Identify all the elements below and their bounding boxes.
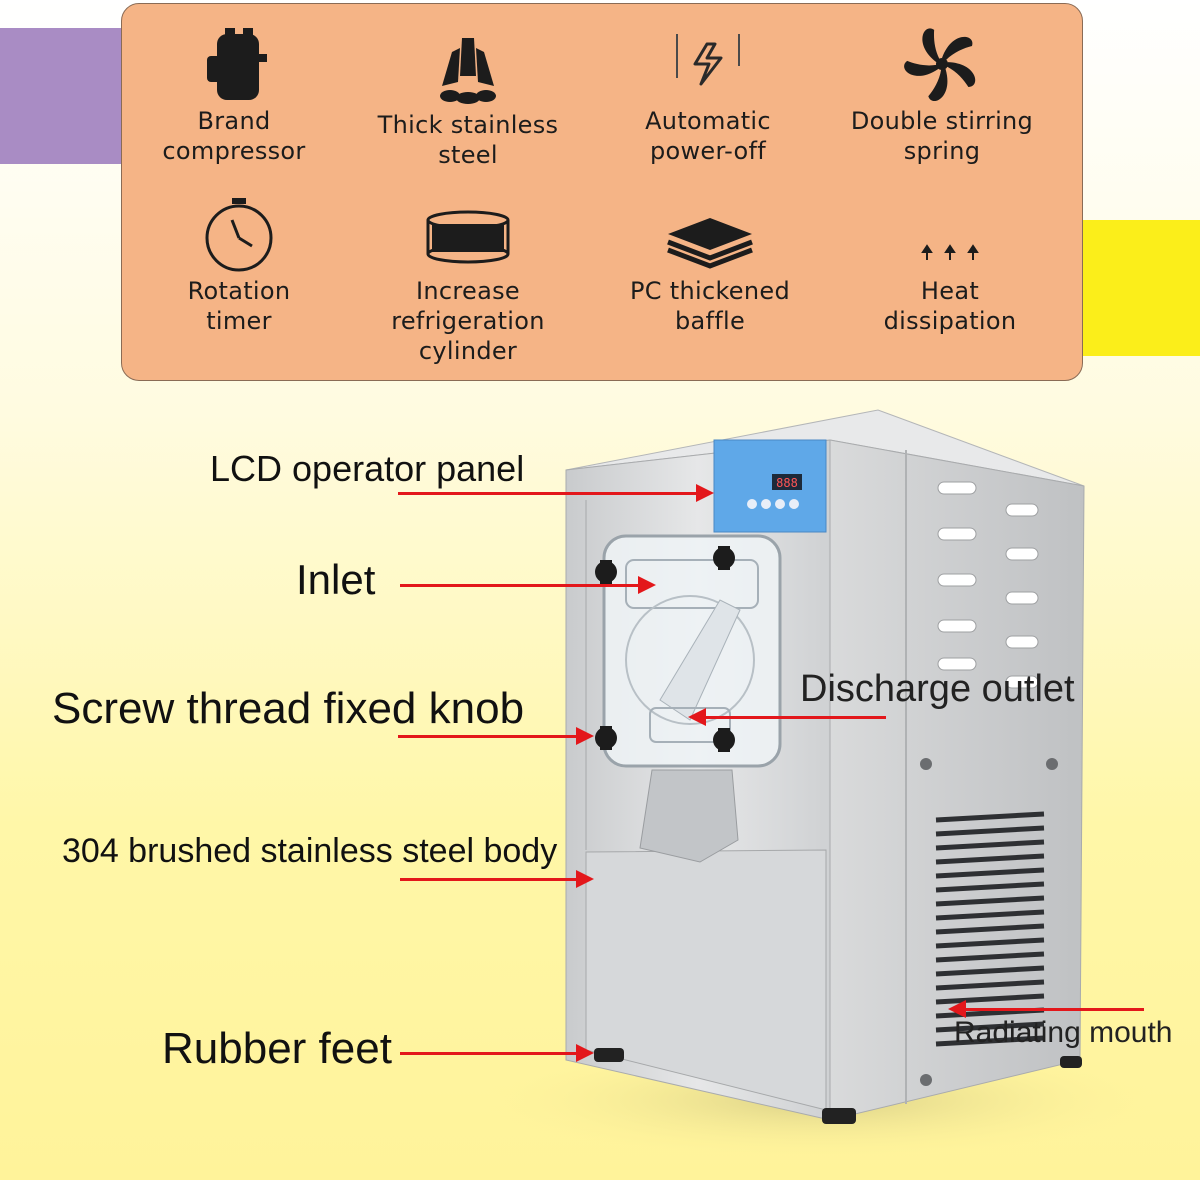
feature-thick-stainless-steel: Thick stainless steel — [348, 30, 588, 170]
screw-icon — [920, 1074, 932, 1086]
lcd-button[interactable] — [761, 499, 771, 509]
lcd-button[interactable] — [789, 499, 799, 509]
feature-label: Rotation timer — [187, 277, 291, 335]
feature-label: Increase refrigeration cylinder — [391, 277, 545, 365]
arrow-radiating — [966, 1008, 1144, 1011]
screw-icon — [1046, 758, 1058, 770]
rubber-foot — [594, 1048, 624, 1062]
callout-feet: Rubber feet — [162, 1024, 392, 1073]
arrow-head — [688, 708, 706, 726]
cylinder-icon — [348, 196, 588, 276]
screw-icon — [920, 758, 932, 770]
callout-knob: Screw thread fixed knob — [52, 684, 525, 733]
stainless-steel-icon — [348, 30, 588, 110]
knob-icon[interactable] — [595, 560, 617, 584]
lcd-button[interactable] — [747, 499, 757, 509]
compressor-icon — [114, 26, 354, 106]
arrow-head — [948, 1000, 966, 1018]
arrow-inlet — [400, 584, 640, 587]
feature-brand-compressor: Brand compressor — [114, 26, 354, 166]
side-vent-slots — [937, 481, 1039, 689]
feature-label: Thick stainless steel — [377, 111, 559, 169]
feature-refrigeration-cylinder: Increase refrigeration cylinder — [348, 196, 588, 366]
callout-radiating: Radiating mouth — [954, 1016, 1173, 1049]
feature-pc-thickened-baffle: PC thickened baffle — [590, 196, 830, 336]
knob-icon[interactable] — [713, 728, 735, 752]
feature-label: Brand compressor — [162, 107, 306, 165]
radiating-grille — [935, 811, 1045, 1047]
arrow-body — [400, 878, 578, 881]
decorative-purple-stripe — [0, 28, 130, 164]
stirring-blade — [659, 599, 741, 721]
feature-label: Automatic power-off — [645, 107, 771, 165]
arrow-head — [576, 870, 594, 888]
rubber-foot — [822, 1108, 856, 1124]
knob-icon[interactable] — [713, 546, 735, 570]
callout-inlet: Inlet — [296, 556, 376, 603]
arrow-head — [696, 484, 714, 502]
lcd-operator-panel[interactable] — [713, 439, 827, 533]
feature-label: PC thickened baffle — [630, 277, 790, 335]
arrow-discharge — [706, 716, 886, 719]
feature-panel: Brand compressor Thick stainless steel A… — [121, 3, 1083, 381]
feature-label: Double stirring spring — [850, 107, 1034, 165]
timer-icon — [119, 196, 359, 276]
knob-icon[interactable] — [595, 726, 617, 750]
fan-icon — [822, 26, 1062, 106]
arrow-head — [576, 1044, 594, 1062]
arrow-lcd-panel — [398, 492, 698, 495]
lcd-digits: 888 — [776, 476, 798, 490]
arrow-head — [638, 576, 656, 594]
feature-rotation-timer: Rotation timer — [119, 196, 359, 336]
callout-body: 304 brushed stainless steel body — [62, 832, 558, 870]
layers-icon — [590, 196, 830, 276]
lcd-button[interactable] — [775, 499, 785, 509]
feature-automatic-power-off: Automatic power-off — [588, 26, 828, 166]
arrow-knob — [398, 735, 578, 738]
arrow-feet — [400, 1052, 578, 1055]
feature-double-stirring-spring: Double stirring spring — [822, 26, 1062, 166]
callout-discharge: Discharge outlet — [800, 668, 1075, 710]
arrow-head — [576, 727, 594, 745]
discharge-chute — [639, 769, 739, 863]
feature-heat-dissipation: Heat dissipation — [830, 196, 1070, 336]
lcd-display — [772, 474, 802, 490]
callout-lcd-panel: LCD operator panel — [210, 448, 525, 489]
lightning-icon — [588, 26, 828, 106]
rubber-foot — [1060, 1056, 1082, 1068]
heat-arrows-icon — [830, 196, 1070, 276]
decorative-yellow-stripe — [1080, 220, 1200, 356]
feature-label: Heat dissipation — [883, 277, 1017, 335]
